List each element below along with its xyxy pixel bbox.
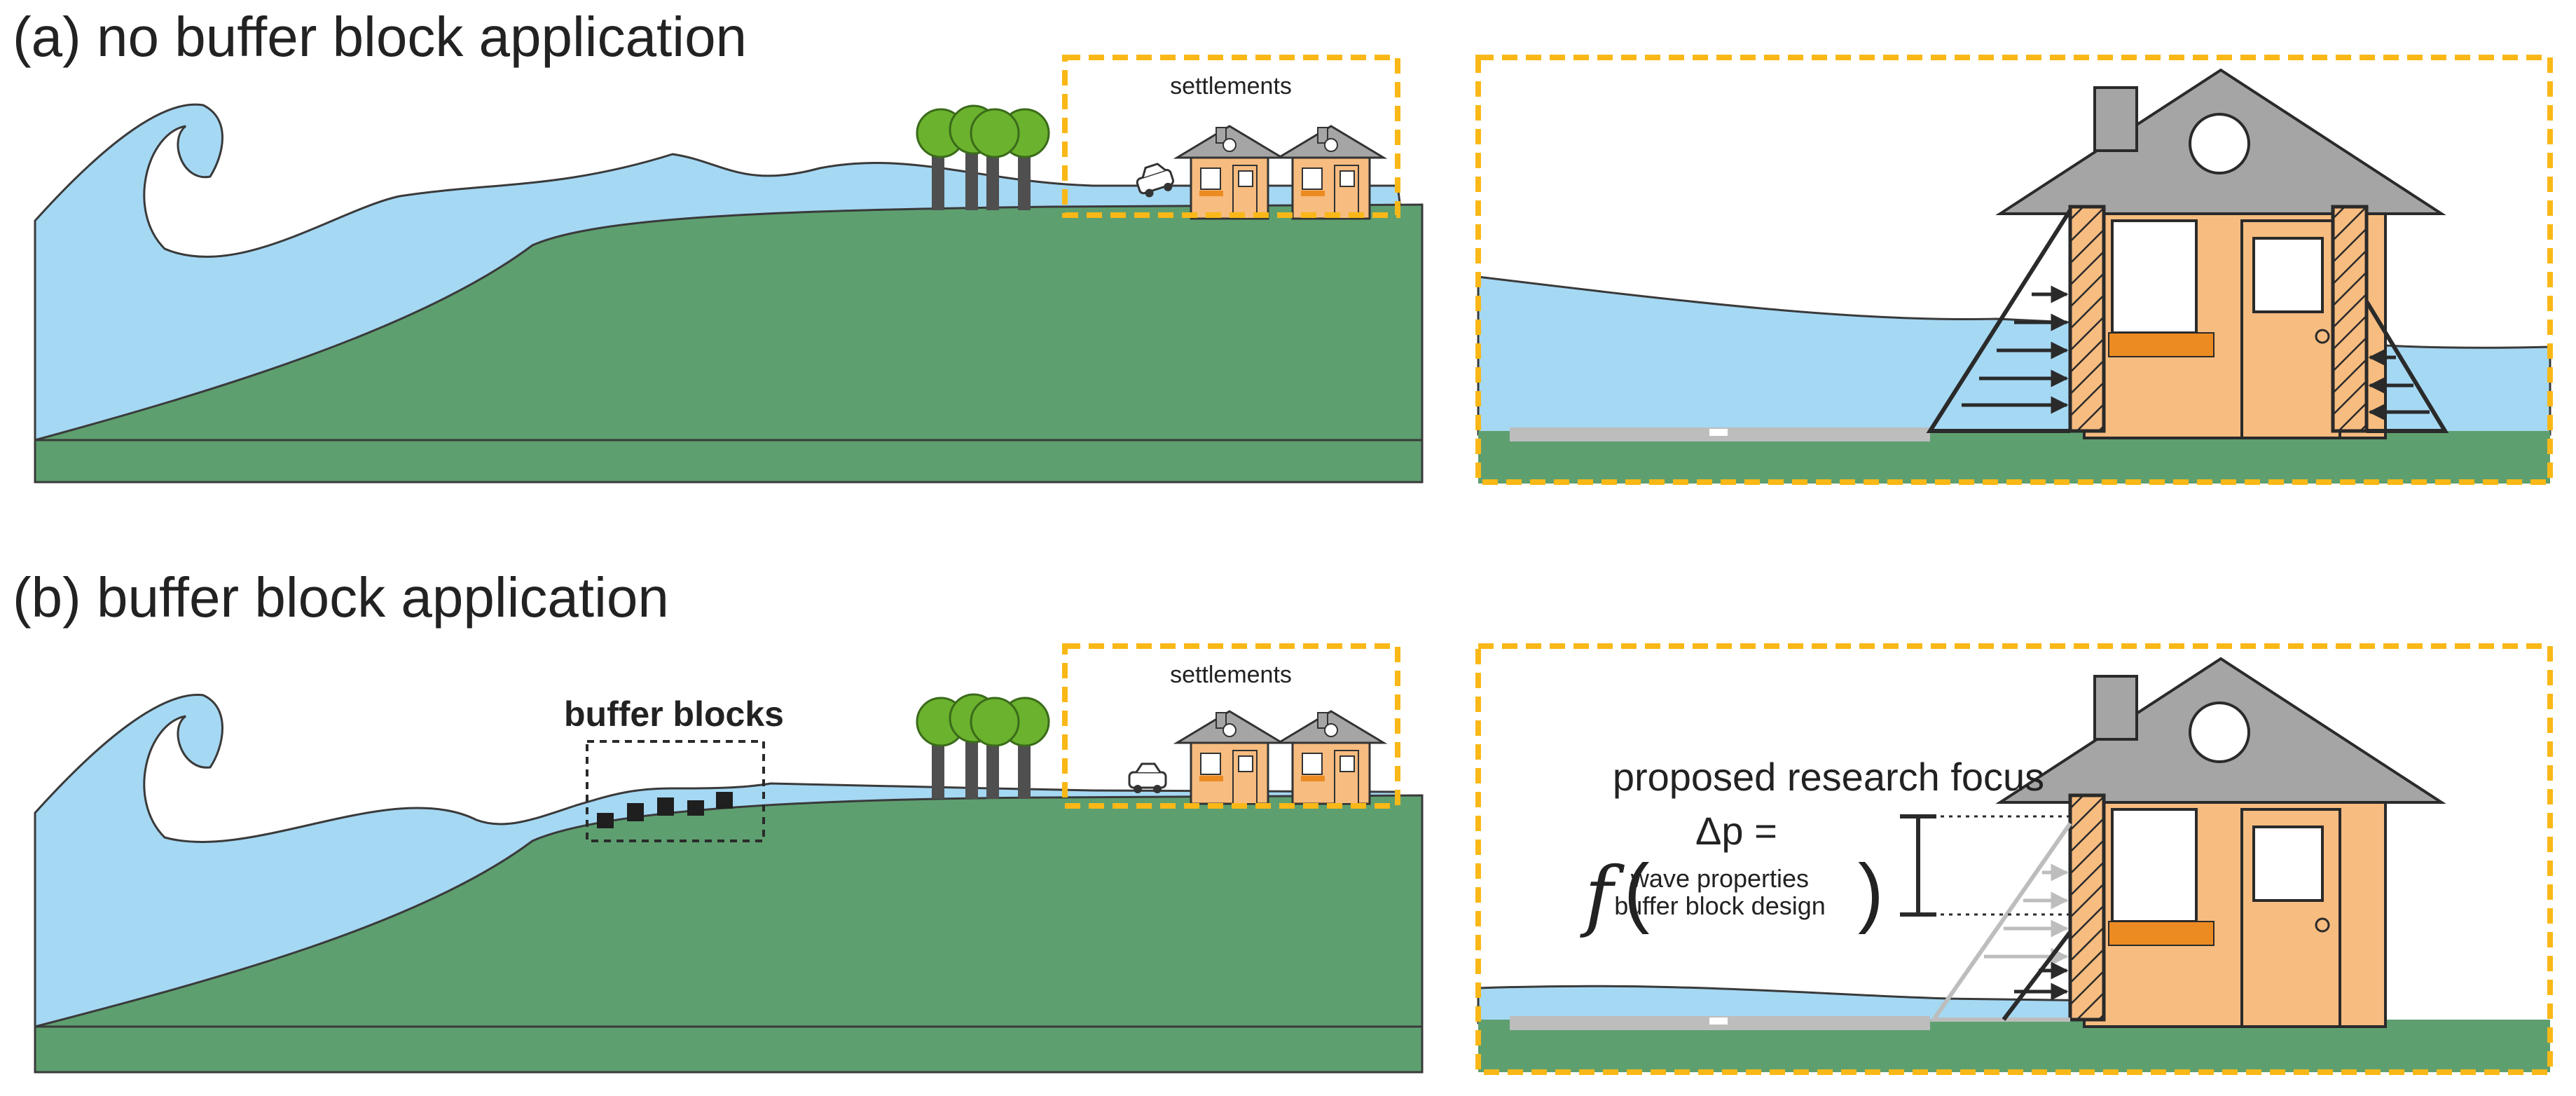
house-icon <box>1176 710 1283 805</box>
pressure-diagram-right <box>2364 300 2449 433</box>
house-icon <box>1176 125 1283 220</box>
house-icon <box>1277 710 1385 805</box>
buffer-blocks-box <box>586 740 765 842</box>
house-icon <box>1277 125 1385 220</box>
car-icon <box>1128 762 1167 793</box>
car-icon <box>1136 163 1174 198</box>
function-arg-wave: wave properties <box>1630 864 1809 893</box>
panel-b: (b) buffer block application buffer bloc… <box>13 566 2553 1075</box>
open-paren: ( <box>1624 849 1650 935</box>
settlements-box <box>1062 55 1400 218</box>
pressure-diagram-proposed <box>1929 822 2072 1022</box>
buffer-blocks-label: buffer blocks <box>564 694 784 734</box>
panel-b-title: (b) buffer block application <box>13 566 669 629</box>
zoom-panel-a <box>1475 55 2553 485</box>
settlements-box <box>1062 643 1400 809</box>
function-arg-design: buffer block design <box>1614 891 1826 920</box>
research-focus-title: proposed research focus <box>1613 755 2044 799</box>
delta-p-bracket <box>1900 814 2070 917</box>
close-paren: ) <box>1858 849 1884 935</box>
tree-icon <box>916 693 1050 800</box>
settlements-label: settlements <box>1170 73 1292 100</box>
pressure-diagram-left <box>1926 209 2072 433</box>
ground <box>34 203 1424 484</box>
panel-a-title: (a) no buffer block application <box>13 6 747 68</box>
zoom-box-b <box>1475 643 2553 1075</box>
delta-p-label: Δp = <box>1695 809 1777 853</box>
zoom-box-a <box>1475 55 2553 485</box>
buffer-blocks <box>597 792 733 828</box>
ground <box>34 794 1424 1074</box>
settlements-label: settlements <box>1170 662 1292 688</box>
zoom-panel-b: proposed research focus Δp = f ( wave pr… <box>1475 643 2553 1075</box>
panel-a: (a) no buffer block application settleme… <box>13 6 2553 485</box>
